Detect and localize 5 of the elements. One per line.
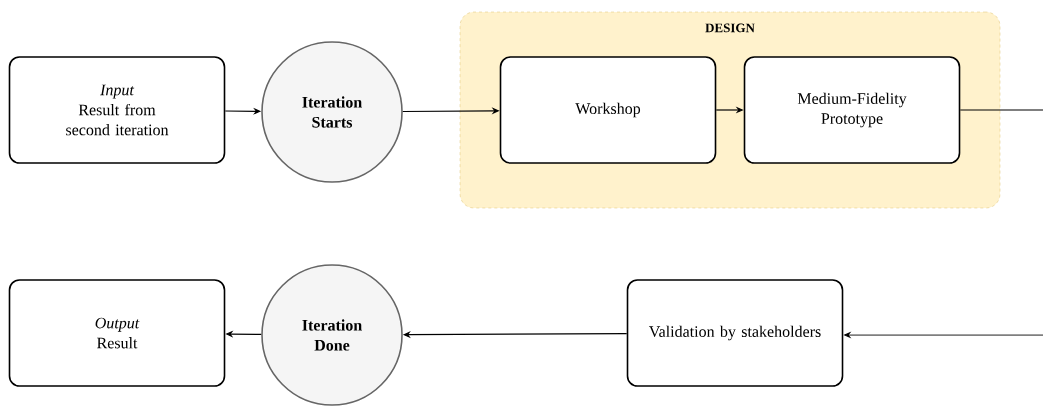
process-box: Validation by stakeholders bbox=[626, 279, 844, 387]
process-box: Medium-Fidelity Prototype bbox=[743, 56, 961, 164]
process-box: Workshop bbox=[499, 56, 717, 164]
process-box: Input Result from second iteration bbox=[8, 56, 226, 164]
process-box: Output Result bbox=[8, 279, 226, 387]
